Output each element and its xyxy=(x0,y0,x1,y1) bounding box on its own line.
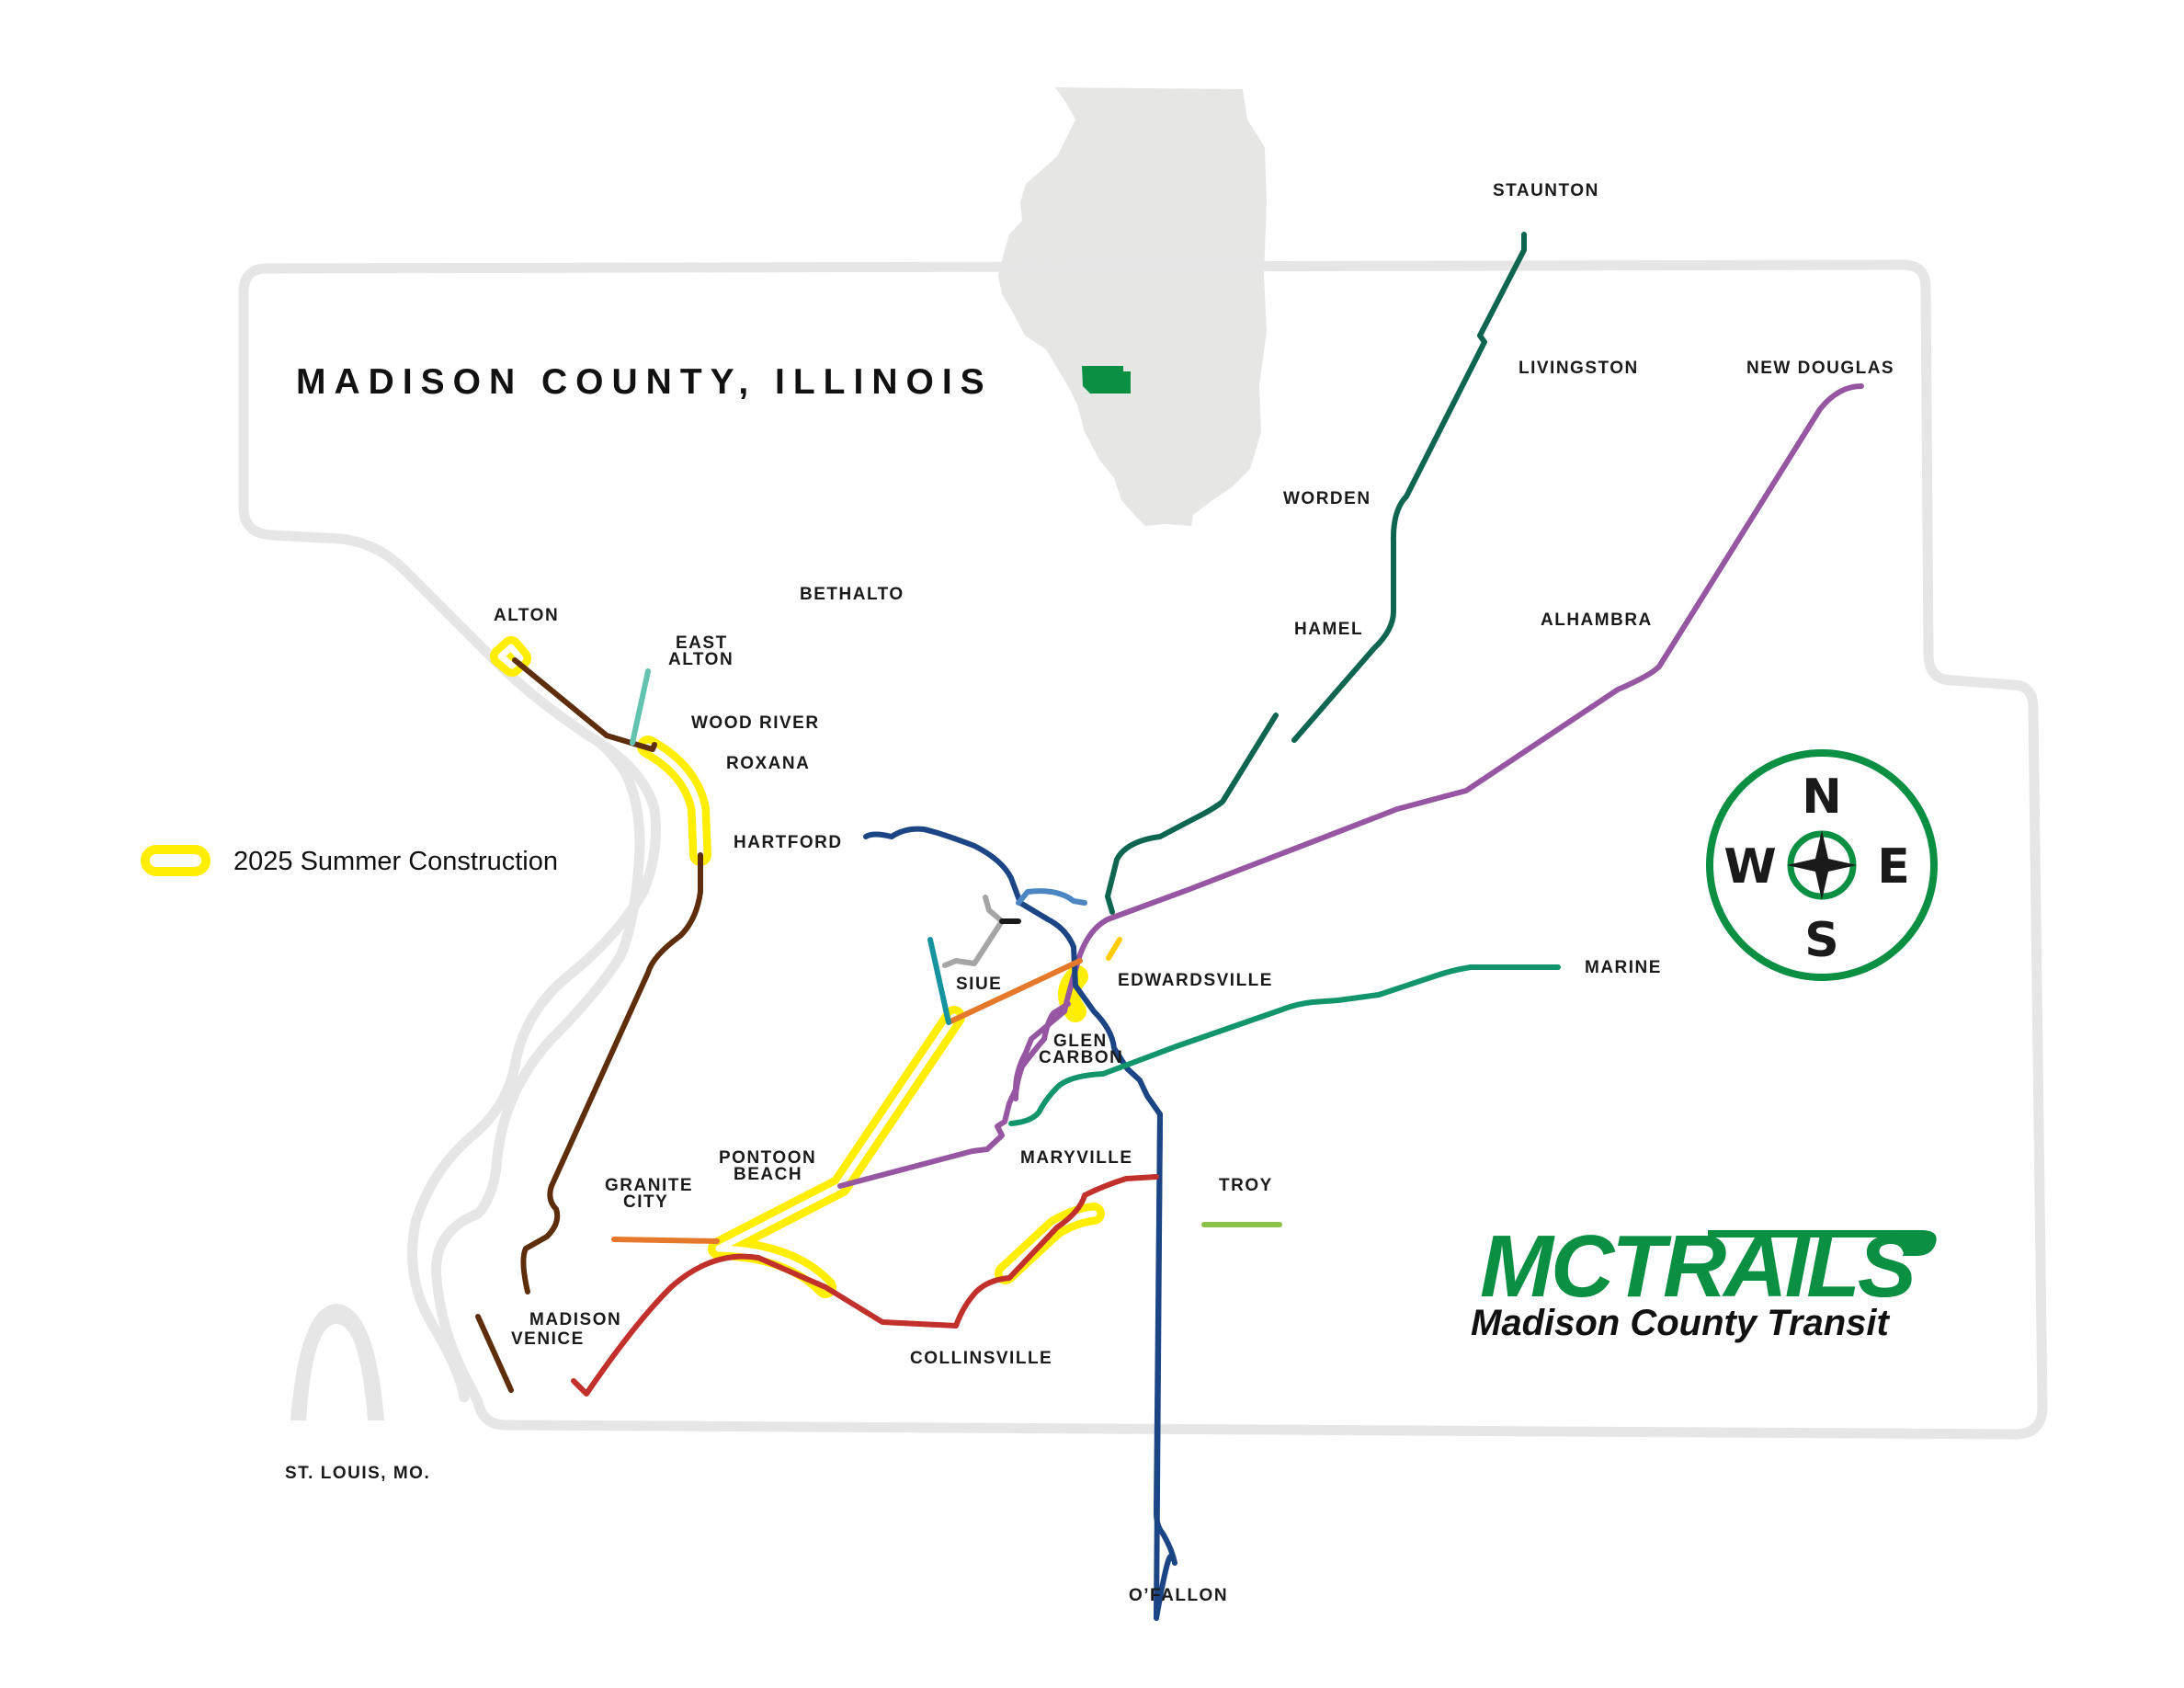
label-madison: MADISON xyxy=(529,1310,621,1329)
compass-n: N xyxy=(1802,770,1842,825)
label-st-louis: ST. LOUIS, MO. xyxy=(285,1464,430,1483)
label-bethalto: BETHALTO xyxy=(800,585,904,604)
madison-county-highlight xyxy=(1082,366,1131,393)
trail-navy-ofallon-south xyxy=(1154,1112,1177,1566)
town-labels: STAUNTON LIVINGSTON NEW DOUGLAS WORDEN H… xyxy=(285,181,1894,1605)
label-pontoon-beach-1: PONTOON xyxy=(719,1148,816,1168)
trail-teal-siue xyxy=(927,937,951,1025)
trail-orange-granite-city xyxy=(611,1237,720,1244)
label-ofallon: O’FALLON xyxy=(1129,1586,1228,1605)
compass-e: E xyxy=(1877,839,1910,895)
trail-red-collinsville xyxy=(571,1174,1159,1397)
trail-purple-glen-carbon xyxy=(1013,1001,1071,1101)
legend-label: 2025 Summer Construction xyxy=(233,847,558,876)
label-glen-carbon-2: CARBON xyxy=(1039,1048,1123,1067)
legend: 2025 Summer Construction xyxy=(141,845,558,876)
trail-brown-venice xyxy=(475,1314,514,1393)
compass-w: W xyxy=(1723,839,1776,895)
label-new-douglas: NEW DOUGLAS xyxy=(1746,359,1894,378)
label-wood-river: WOOD RIVER xyxy=(691,713,820,733)
river-line xyxy=(407,730,661,1403)
label-alton: ALTON xyxy=(494,606,559,625)
illinois-state-shape xyxy=(998,87,1267,526)
label-livingston: LIVINGSTON xyxy=(1519,359,1639,378)
label-granite-city-2: CITY xyxy=(623,1192,668,1212)
compass-s: S xyxy=(1804,913,1838,968)
construction-inner-1 xyxy=(644,743,704,859)
logo-subtitle: Madison County Transit xyxy=(1471,1303,1891,1343)
label-collinsville: COLLINSVILLE xyxy=(910,1349,1052,1368)
label-maryville: MARYVILLE xyxy=(1020,1148,1133,1168)
construction-segments xyxy=(490,636,1105,1298)
construction-inner-2 xyxy=(715,1013,958,1291)
label-hamel: HAMEL xyxy=(1294,620,1363,639)
compass-outer-ring xyxy=(1706,749,1938,981)
trail-brown-alton xyxy=(512,657,657,752)
compass-rose: N S E W xyxy=(1706,749,1938,981)
trail-orange-siue xyxy=(946,958,1083,1025)
label-pontoon-beach-2: BEACH xyxy=(734,1165,802,1184)
trail-dark-green-staunton xyxy=(1291,232,1527,743)
trail-light-teal-east-alton xyxy=(630,668,651,746)
label-worden: WORDEN xyxy=(1283,489,1371,508)
mct-trails-logo: MCTRAILS Madison County Transit xyxy=(1471,1217,1937,1343)
label-east-alton-2: ALTON xyxy=(668,650,734,669)
trail-brown-hartford xyxy=(520,852,703,1295)
label-troy: TROY xyxy=(1219,1176,1273,1195)
label-staunton: STAUNTON xyxy=(1493,181,1599,200)
gateway-arch-icon xyxy=(290,1304,384,1420)
construction-inner-4 xyxy=(497,644,524,669)
label-venice: VENICE xyxy=(511,1329,585,1349)
label-hartford: HARTFORD xyxy=(734,833,843,852)
label-glen-carbon-1: GLEN xyxy=(1053,1032,1108,1051)
trail-network xyxy=(475,232,1864,1621)
trail-blue-siue xyxy=(1016,888,1087,906)
label-siue: SIUE xyxy=(956,975,1002,994)
trail-teal-green-marine xyxy=(1008,964,1561,1126)
logo-wordmark: MCTRAILS xyxy=(1480,1217,1917,1316)
label-granite-city-1: GRANITE xyxy=(605,1176,693,1195)
label-east-alton-1: EAST xyxy=(676,633,728,653)
trail-navy-ofallon xyxy=(863,826,1175,1621)
map-title: MADISON COUNTY, ILLINOIS xyxy=(296,362,993,402)
logo-swoosh-icon xyxy=(1708,1230,1937,1256)
trail-yellow-edwardsville xyxy=(1106,937,1122,961)
county-outline xyxy=(238,259,2048,1440)
label-roxana: ROXANA xyxy=(726,754,810,773)
legend-swatch xyxy=(141,845,210,876)
label-marine: MARINE xyxy=(1585,958,1662,977)
trail-gray-siue xyxy=(942,895,1005,968)
compass-star-icon xyxy=(1787,830,1857,900)
label-edwardsville: EDWARDSVILLE xyxy=(1118,971,1273,990)
label-alhambra: ALHAMBRA xyxy=(1541,610,1653,630)
trail-dark-green-edwardsville xyxy=(1105,713,1279,915)
